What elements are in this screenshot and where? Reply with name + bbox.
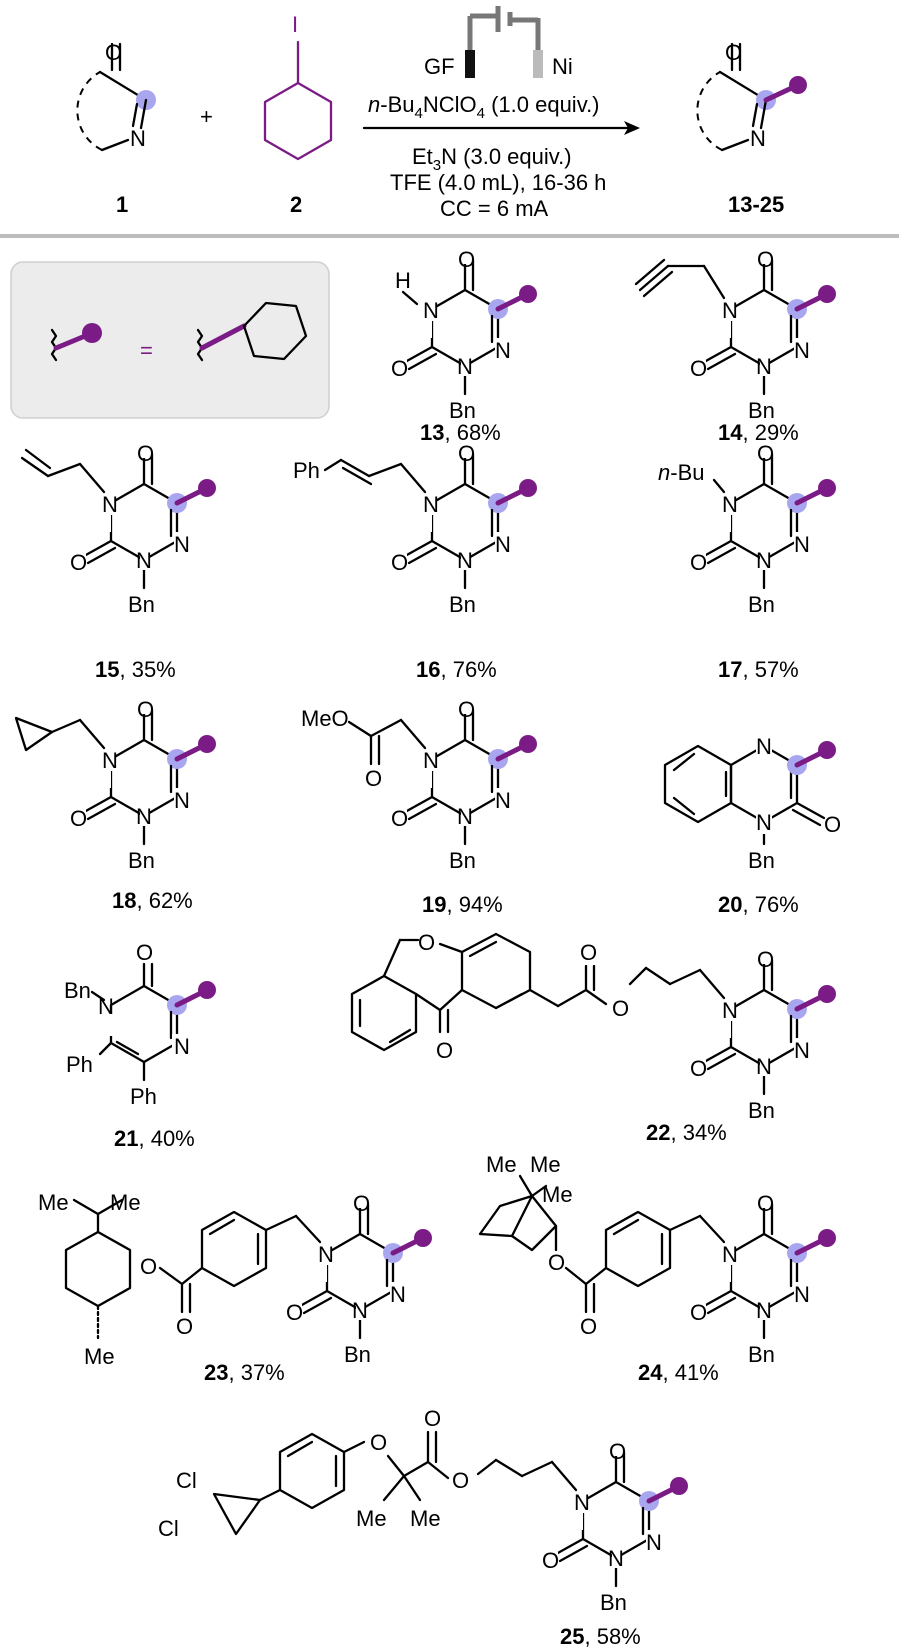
- label-24: 24, 41%: [638, 1360, 719, 1385]
- compound-25: O O Me Me O Cl Cl: [158, 1406, 688, 1615]
- svg-text:Me: Me: [410, 1506, 441, 1531]
- svg-text:Ph: Ph: [130, 1084, 157, 1109]
- label-13: 13, 68%: [420, 420, 501, 445]
- compound-14: [634, 247, 836, 423]
- svg-text:Me: Me: [486, 1152, 517, 1177]
- svg-text:O: O: [136, 940, 153, 965]
- label-20: 20, 76%: [718, 892, 799, 917]
- svg-text:Me: Me: [84, 1344, 115, 1369]
- plus-sign: +: [200, 104, 213, 129]
- svg-text:Me: Me: [110, 1190, 141, 1215]
- anode-label: GF: [424, 54, 455, 79]
- svg-text:O: O: [452, 1468, 469, 1493]
- label-25: 25, 58%: [560, 1624, 641, 1649]
- compound-20: N N O Bn: [663, 734, 841, 873]
- svg-text:Ph: Ph: [293, 458, 320, 483]
- svg-text:O: O: [365, 766, 382, 791]
- svg-text:Me: Me: [542, 1182, 573, 1207]
- label-23: 23, 37%: [204, 1360, 285, 1385]
- svg-text:Me: Me: [356, 1506, 387, 1531]
- compound-23: O O Me Me Me: [38, 1190, 432, 1369]
- svg-text:N: N: [756, 734, 772, 759]
- label-22: 22, 34%: [646, 1120, 727, 1145]
- atom-iodine: I: [292, 12, 298, 37]
- cathode-label: Ni: [552, 54, 573, 79]
- label-21: 21, 40%: [114, 1126, 195, 1151]
- compound-19: O MeO: [301, 697, 537, 873]
- compound-15: [20, 441, 216, 617]
- svg-text:N: N: [174, 1034, 190, 1059]
- reaction-arrow: [362, 121, 640, 135]
- compound-13: H: [391, 247, 537, 423]
- svg-text:O: O: [418, 930, 435, 955]
- atom-o: O: [105, 40, 122, 65]
- svg-text:O: O: [725, 40, 742, 65]
- label-15: 15, 35%: [95, 657, 176, 682]
- svg-text:O: O: [580, 940, 597, 965]
- svg-text:O: O: [370, 1430, 387, 1455]
- svg-text:Cl: Cl: [158, 1516, 179, 1541]
- reactant-1-label: 1: [116, 192, 128, 217]
- product-label: 13-25: [728, 192, 784, 217]
- compound-24: O O Me Me Me: [478, 1152, 836, 1367]
- svg-text:Me: Me: [530, 1152, 561, 1177]
- svg-text:Bn: Bn: [748, 848, 775, 873]
- svg-text:Me: Me: [38, 1190, 69, 1215]
- compound-21: N N O Bn Ph Ph: [64, 940, 216, 1109]
- svg-text:Cl: Cl: [176, 1468, 197, 1493]
- conditions-line-1: n-Bu4NClO4 (1.0 equiv.): [368, 92, 600, 122]
- reactant-2-label: 2: [290, 192, 302, 217]
- svg-text:n-Bu: n-Bu: [658, 460, 705, 485]
- svg-text:MeO: MeO: [301, 706, 349, 731]
- svg-text:O: O: [548, 1250, 565, 1275]
- svg-text:H: H: [395, 268, 411, 293]
- svg-text:O: O: [176, 1314, 193, 1339]
- conditions-line-2: Et3N (3.0 equiv.): [412, 144, 572, 174]
- reactant-1: O N: [76, 40, 156, 152]
- svg-text:N: N: [98, 994, 114, 1019]
- svg-text:O: O: [436, 1038, 453, 1063]
- product-general: O N: [696, 40, 807, 152]
- compound-16: Ph: [293, 441, 537, 617]
- svg-text:O: O: [424, 1406, 441, 1431]
- conditions-line-4: CC = 6 mA: [440, 196, 549, 221]
- legend-equals: =: [140, 338, 153, 363]
- atom-n: N: [130, 126, 146, 151]
- svg-text:O: O: [580, 1314, 597, 1339]
- label-19: 19, 94%: [422, 892, 503, 917]
- svg-text:N: N: [756, 810, 772, 835]
- svg-text:N: N: [750, 126, 766, 151]
- label-16: 16, 76%: [416, 657, 497, 682]
- label-17: 17, 57%: [718, 657, 799, 682]
- compound-22: O O O O: [350, 930, 836, 1123]
- compound-18: [14, 697, 216, 873]
- electrode-icon: [465, 6, 543, 78]
- compound-17: n-Bu: [658, 441, 836, 617]
- svg-text:O: O: [612, 996, 629, 1021]
- legend-box: =: [10, 261, 330, 419]
- label-18: 18, 62%: [112, 888, 193, 913]
- conditions-line-3: TFE (4.0 mL), 16-36 h: [390, 170, 606, 195]
- reactant-2: I: [263, 12, 333, 161]
- svg-text:Ph: Ph: [66, 1052, 93, 1077]
- svg-text:O: O: [824, 812, 841, 837]
- svg-text:Bn: Bn: [64, 978, 91, 1003]
- svg-text:O: O: [140, 1254, 157, 1279]
